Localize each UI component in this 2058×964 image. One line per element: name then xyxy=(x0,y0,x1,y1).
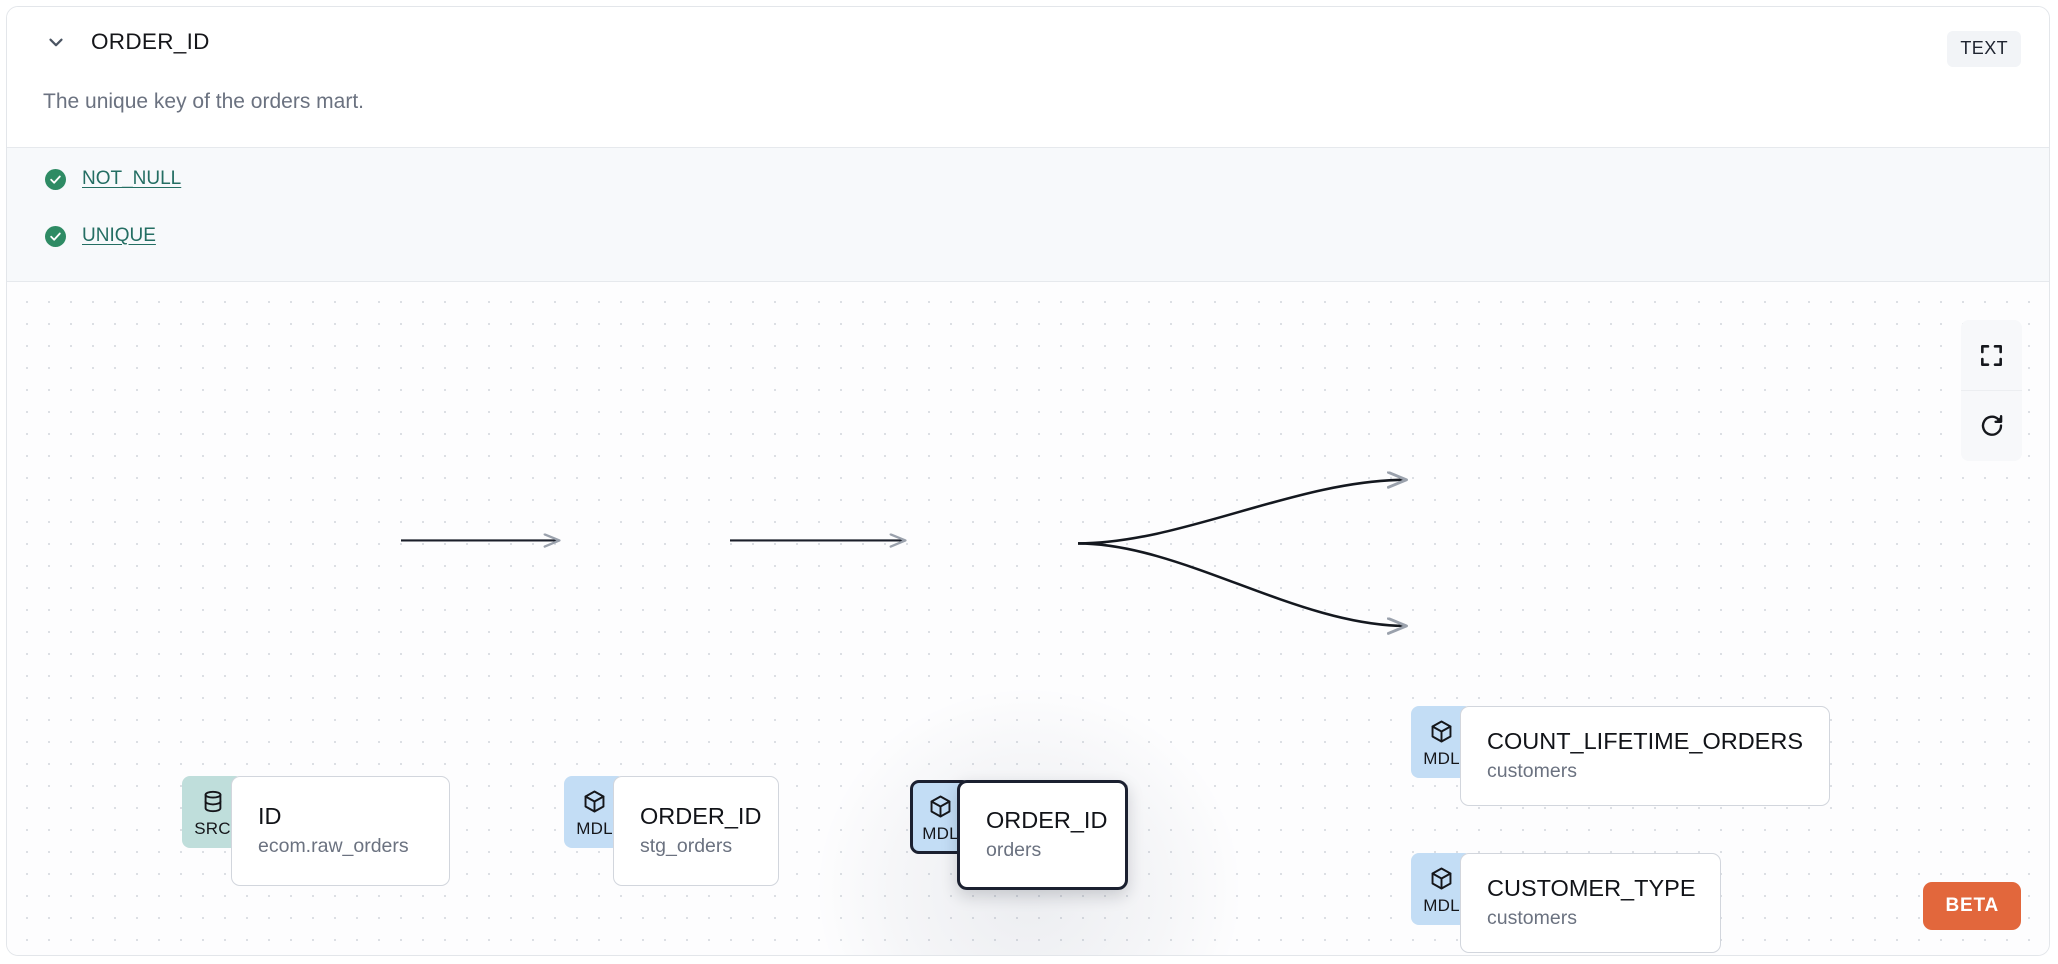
test-row: UNIQUE xyxy=(45,225,156,247)
node-parent-name: customers xyxy=(1487,759,1577,782)
edge-orders-to-count xyxy=(1077,480,1406,545)
test-row: NOT_NULL xyxy=(45,168,181,190)
test-link-not-null[interactable]: NOT_NULL xyxy=(82,168,182,189)
node-body: CUSTOMER_TYPE customers xyxy=(1460,853,1721,953)
node-parent-name: orders xyxy=(986,838,1042,861)
node-badge-label: MDL xyxy=(1423,896,1460,915)
lineage-node-orders-focused[interactable]: MDL ORDER_ID orders xyxy=(910,780,1128,890)
node-body: ID ecom.raw_orders xyxy=(231,776,450,886)
page-title: ORDER_ID xyxy=(91,29,210,54)
check-circle-icon xyxy=(45,225,66,247)
cube-icon xyxy=(582,789,607,819)
test-link-unique[interactable]: UNIQUE xyxy=(82,225,156,246)
reset-view-button[interactable] xyxy=(1961,390,2022,461)
fullscreen-icon xyxy=(1979,343,2004,368)
cube-icon xyxy=(928,794,953,824)
data-type-badge: TEXT xyxy=(1947,31,2021,67)
check-circle-icon xyxy=(45,168,66,190)
lineage-graph-canvas[interactable]: SRC ID ecom.raw_orders xyxy=(7,282,2049,955)
lineage-node-stg-orders[interactable]: MDL ORDER_ID stg_orders xyxy=(564,776,779,886)
node-parent-name: stg_orders xyxy=(640,834,733,857)
node-parent-name: customers xyxy=(1487,906,1577,929)
node-badge-label: MDL xyxy=(922,824,959,843)
lineage-node-count-lifetime-orders[interactable]: MDL COUNT_LIFETIME_ORDERS customers xyxy=(1411,706,1830,806)
column-detail-card: ORDER_ID TEXT The unique key of the orde… xyxy=(6,6,2050,956)
cube-icon xyxy=(1429,719,1454,749)
beta-badge: BETA xyxy=(1923,882,2021,930)
column-description: The unique key of the orders mart. xyxy=(43,90,364,113)
tests-section: NOT_NULL UNIQUE xyxy=(7,147,2049,282)
node-column-name: CUSTOMER_TYPE xyxy=(1487,874,1696,901)
node-body: ORDER_ID stg_orders xyxy=(613,776,779,886)
card-header: ORDER_ID TEXT The unique key of the orde… xyxy=(7,7,2049,147)
graph-controls xyxy=(1961,320,2022,461)
edge-orders-to-customer-type xyxy=(1077,542,1406,626)
node-parent-name: ecom.raw_orders xyxy=(258,834,409,857)
cube-icon xyxy=(1429,866,1454,896)
node-body: ORDER_ID orders xyxy=(957,780,1128,890)
node-column-name: COUNT_LIFETIME_ORDERS xyxy=(1487,727,1803,754)
node-column-name: ORDER_ID xyxy=(640,802,762,829)
node-column-name: ID xyxy=(258,802,282,829)
node-body: COUNT_LIFETIME_ORDERS customers xyxy=(1460,706,1830,806)
node-badge-label: MDL xyxy=(1423,749,1460,768)
node-badge-label: MDL xyxy=(576,819,613,838)
lineage-node-src-id[interactable]: SRC ID ecom.raw_orders xyxy=(182,776,450,886)
lineage-node-customer-type[interactable]: MDL CUSTOMER_TYPE customers xyxy=(1411,853,1721,953)
node-column-name: ORDER_ID xyxy=(986,806,1108,833)
node-badge-label: SRC xyxy=(194,819,231,838)
header-title-row: ORDER_ID xyxy=(43,29,210,55)
database-icon xyxy=(201,789,225,819)
chevron-down-icon[interactable] xyxy=(43,29,69,55)
refresh-icon xyxy=(1979,413,2005,439)
fit-view-button[interactable] xyxy=(1961,320,2022,390)
